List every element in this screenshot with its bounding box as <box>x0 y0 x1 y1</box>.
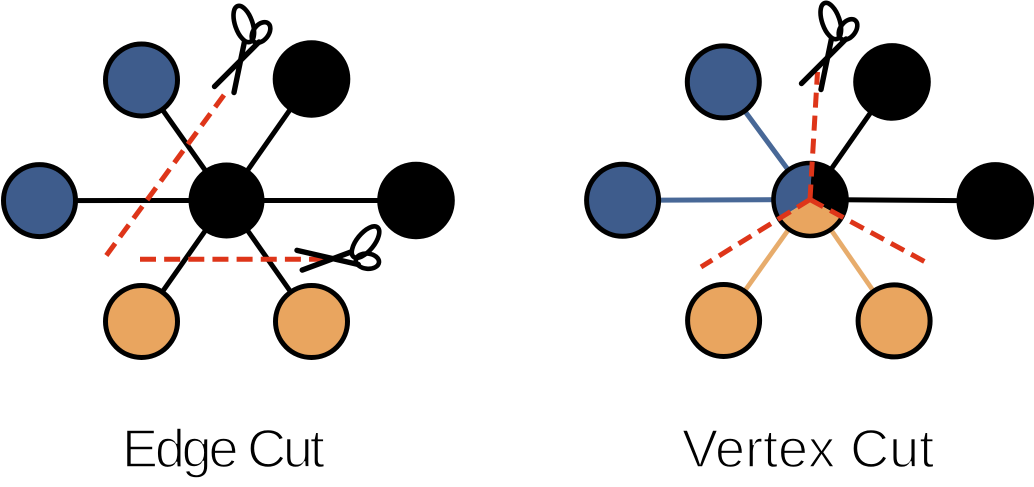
svg-text:Edge Cut: Edge Cut <box>122 419 325 479</box>
svg-text:Vertex Cut: Vertex Cut <box>682 419 934 479</box>
